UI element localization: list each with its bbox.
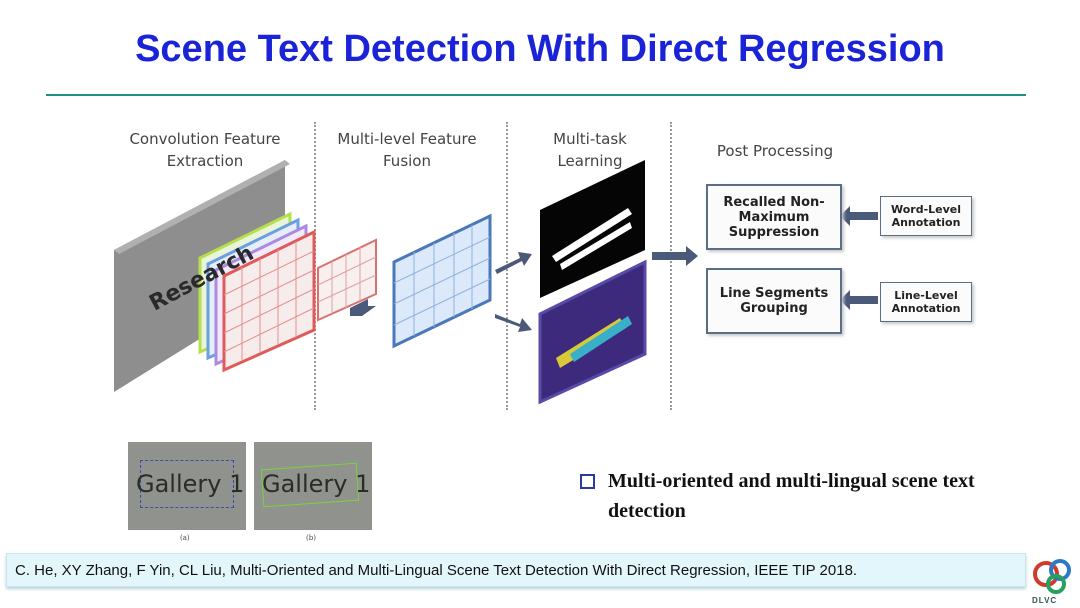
nms-box: Recalled Non-Maximum Suppression [706, 184, 842, 250]
separator-3 [670, 122, 672, 410]
line-annotation-box: Line-Level Annotation [880, 282, 972, 322]
example-image-a: Gallery 1 [128, 442, 246, 530]
arrows-to-multitask [495, 252, 532, 332]
score-map [540, 160, 645, 298]
fused-feature-map [392, 213, 492, 349]
word-annotation-box: Word-Level Annotation [880, 196, 972, 236]
example-a-text: Gallery 1 [136, 470, 245, 498]
dlvc-logo-icon [1033, 559, 1071, 594]
example-a-caption: (a) [180, 534, 190, 542]
grouping-box: Line Segments Grouping [706, 268, 842, 334]
architecture-diagram: Convolution Feature Extraction Multi-lev… [100, 118, 980, 418]
conv-feature-stack [198, 211, 316, 373]
example-image-b: Gallery 1 [254, 442, 372, 530]
logo-text: DLVC [1032, 596, 1058, 605]
diagram-graphics [114, 160, 878, 405]
stage-label-conv: Convolution Feature Extraction [129, 130, 281, 170]
example-b-text: Gallery 1 [262, 470, 371, 498]
geometry-map [538, 259, 647, 405]
title-divider [46, 94, 1026, 96]
annotation-arrows [840, 206, 878, 310]
bullet-text: Multi-oriented and multi-lingual scene t… [608, 470, 975, 522]
stage-label-fusion: Multi-level Feature Fusion [337, 130, 477, 170]
fusion-small-block [317, 238, 377, 322]
example-b-caption: (b) [306, 534, 316, 542]
stage-label-post: Post Processing [716, 142, 834, 160]
stage-label-multitask: Multi-task Learning [553, 130, 627, 170]
slide-title: Scene Text Detection With Direct Regress… [135, 28, 945, 70]
arrow-to-post [652, 246, 698, 266]
citation-bar: C. He, XY Zhang, F Yin, CL Liu, Multi-Or… [6, 553, 1026, 587]
bullet-square-icon [580, 474, 595, 489]
